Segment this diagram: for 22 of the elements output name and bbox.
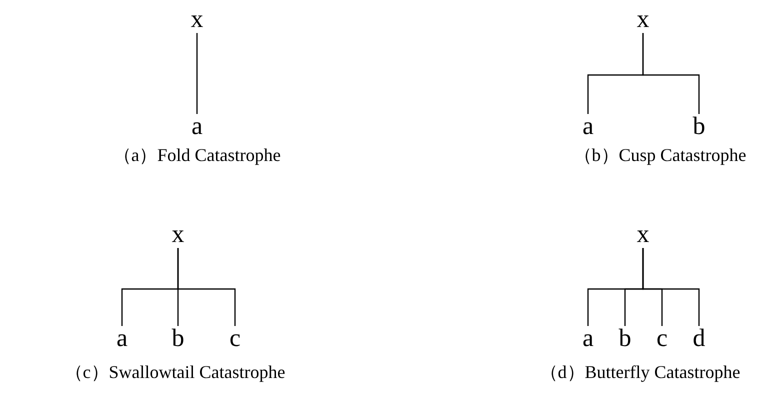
caption: （d）Butterfly Catastrophe <box>540 361 740 384</box>
tree-line <box>196 33 198 114</box>
node-letter: a <box>578 326 598 352</box>
node-letter: c <box>652 326 672 352</box>
tree-line <box>642 33 700 114</box>
caption: （c）Swallowtail Catastrophe <box>64 361 286 384</box>
tree-line <box>642 248 700 326</box>
node-letter: x <box>187 7 207 33</box>
node-letter: c <box>225 326 245 352</box>
node-letter: a <box>187 114 207 140</box>
node-letter: b <box>615 326 635 352</box>
node-letter: d <box>689 326 709 352</box>
caption: （a）Fold Catastrophe <box>113 144 281 167</box>
node-letter: a <box>112 326 132 352</box>
node-letter: b <box>168 326 188 352</box>
tree-line <box>177 248 236 326</box>
node-letter: a <box>578 114 598 140</box>
node-letter: x <box>168 222 188 248</box>
caption: （b）Cusp Catastrophe <box>574 144 746 167</box>
node-letter: x <box>633 222 653 248</box>
node-letter: b <box>689 114 709 140</box>
node-letter: x <box>633 7 653 33</box>
